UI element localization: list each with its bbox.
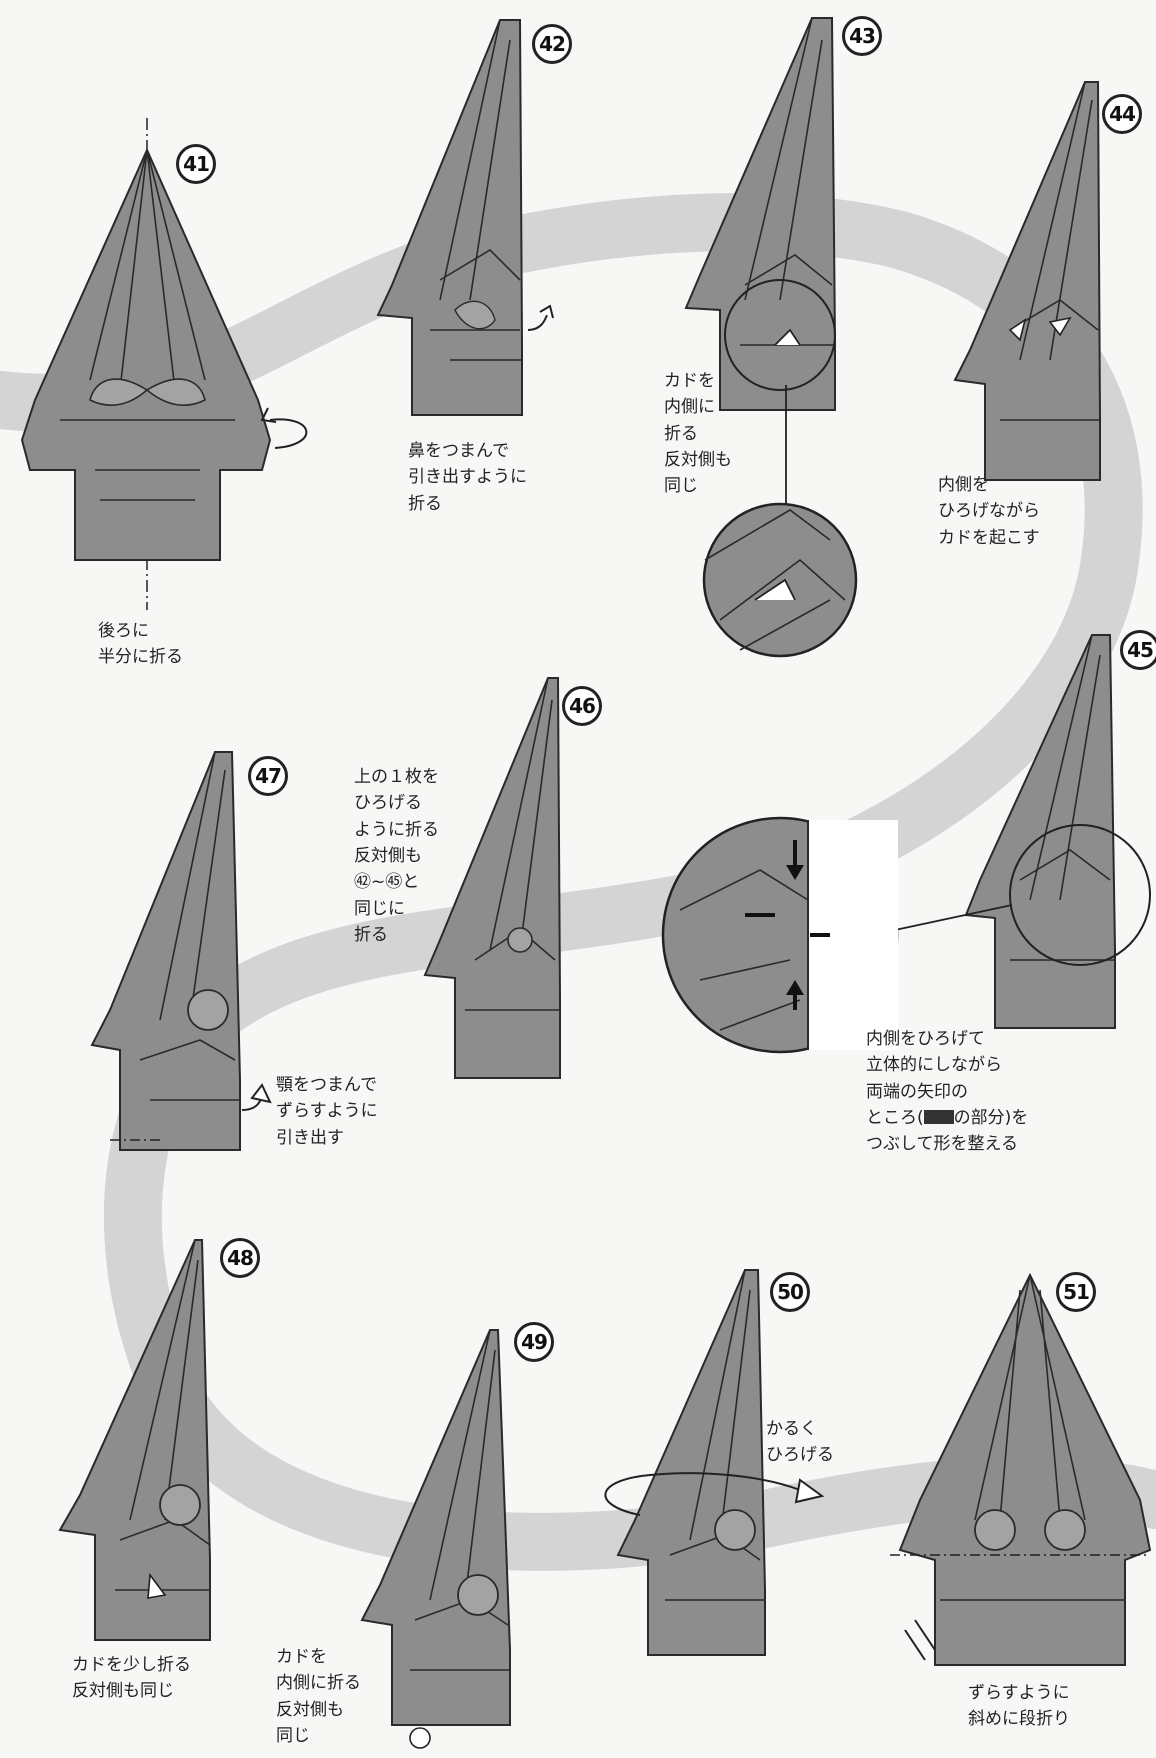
step-46-figure: [423, 677, 561, 1079]
step-48-figure: [58, 1239, 211, 1641]
step-instruction: カドを少し折る 反対側も同じ: [72, 1655, 191, 1702]
step-number: 51: [1056, 1272, 1096, 1312]
step-number: 43: [842, 16, 882, 56]
step-number: 50: [770, 1272, 810, 1312]
step-number: 49: [514, 1322, 554, 1362]
step-42-figure: [376, 19, 554, 416]
step-43-figure: [684, 17, 858, 658]
step-45-figure: [661, 634, 1151, 1054]
step-instruction: 後ろに 半分に折る: [98, 621, 183, 668]
step-instruction: 内側をひろげて 立体的にしながら 両端の矢印の ところ( の部分)を つぶして形を…: [866, 1026, 1028, 1158]
step-number: 47: [248, 756, 288, 796]
note-line: 両端の矢印の: [866, 1081, 968, 1102]
step-instruction: 内側を ひろげながら カドを起こす: [938, 475, 1040, 548]
step-instruction: 顎をつまんで ずらすように 引き出す: [276, 1075, 378, 1148]
step-instruction: カドを 内側に折る 反対側も 同じ: [276, 1647, 361, 1747]
note-line: 立体的にしながら: [866, 1055, 1002, 1076]
note-line: ところ(: [866, 1108, 924, 1129]
step-number: 48: [220, 1238, 260, 1278]
step-instruction: 上の１枚を ひろげる ように折る 反対側も ㊷~㊺と 同じに 折る: [354, 767, 439, 946]
step-47-figure: [90, 751, 272, 1151]
step-44-figure: [953, 81, 1101, 481]
step-number: 44: [1102, 94, 1142, 134]
step-41-figure: [20, 118, 308, 610]
step-number: 45: [1120, 630, 1156, 670]
step-instruction: ずらすように 斜めに段折り: [968, 1683, 1070, 1730]
step-number: 42: [532, 24, 572, 64]
step-50-figure: [604, 1269, 825, 1656]
note-line: つぶして形を整える: [866, 1134, 1018, 1155]
step-instruction: 鼻をつまんで 引き出すように 折る: [408, 441, 527, 514]
note-line: 内側をひろげて: [866, 1029, 985, 1049]
step-number: 46: [562, 686, 602, 726]
note-line: の部分)を: [953, 1108, 1029, 1129]
step-instruction: カドを 内側に 折る 反対側も 同じ: [664, 371, 732, 497]
step-instruction: かるく ひろげる: [766, 1419, 834, 1466]
dark-area-swatch: [923, 1110, 954, 1125]
step-51-figure: [890, 1272, 1152, 1666]
step-number: 41: [176, 144, 216, 184]
